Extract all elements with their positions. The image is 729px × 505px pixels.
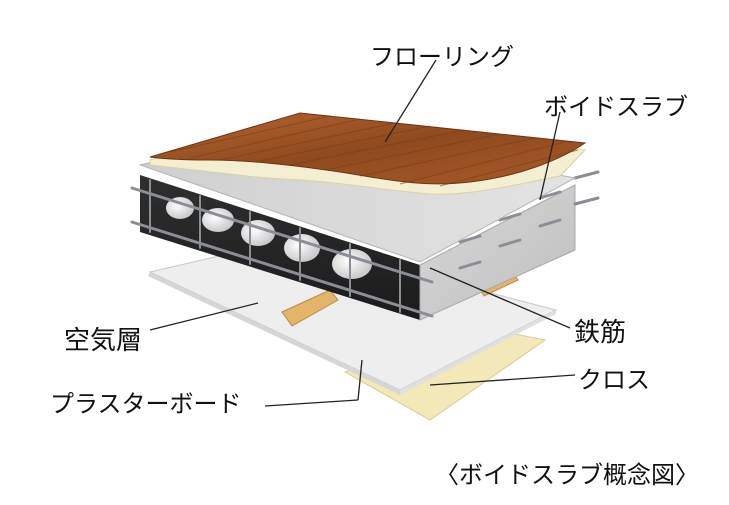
- rebar-side-ends: [458, 170, 600, 270]
- slab-side-face: [419, 184, 576, 321]
- flooring-surface: [149, 112, 587, 185]
- label-void-slab: ボイドスラブ: [544, 94, 688, 121]
- label-rebar: 鉄筋: [574, 317, 627, 347]
- diagram-caption: 〈ボイドスラブ概念図〉: [435, 462, 699, 489]
- leader-lines: [149, 59, 576, 407]
- wood-joist: [281, 289, 339, 327]
- label-flooring: フローリング: [370, 44, 514, 71]
- rebar-bars: [130, 179, 434, 318]
- label-cloth: クロス: [578, 367, 650, 394]
- label-plasterboard: プラスターボード: [50, 391, 242, 418]
- wood-grain: [169, 115, 579, 187]
- label-air-layer: 空気層: [64, 325, 143, 355]
